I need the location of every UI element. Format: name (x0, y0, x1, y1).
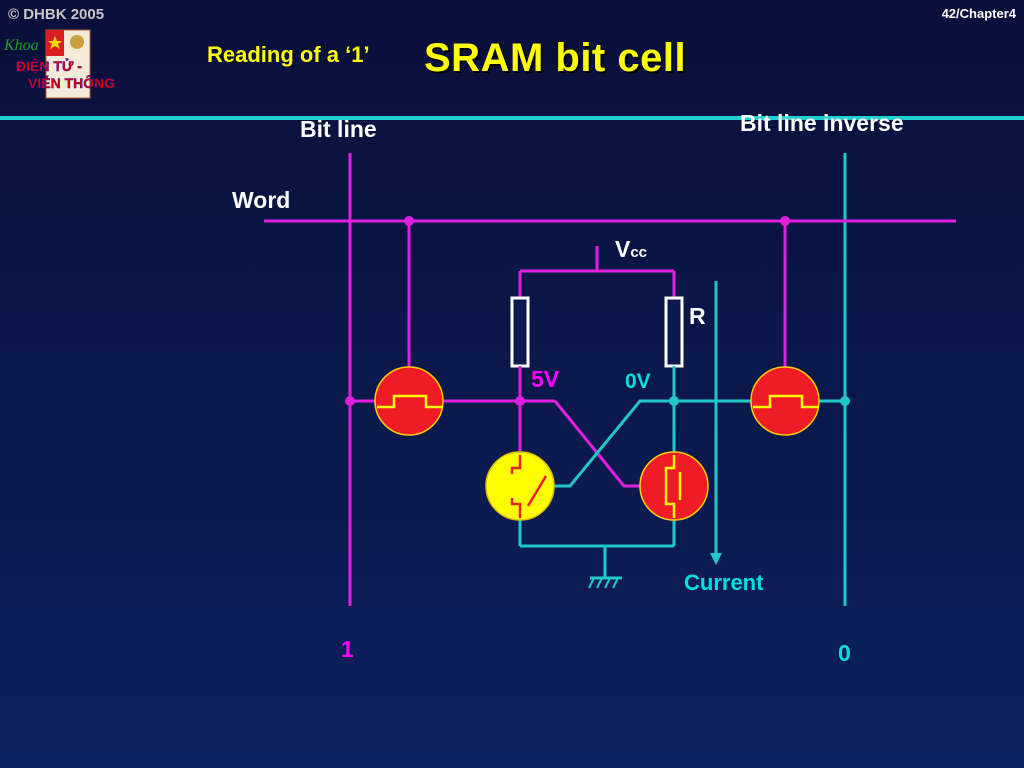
copyright-text: © DHBK 2005 (8, 6, 105, 23)
storage-transistor-left (485, 451, 555, 521)
bit-line-inverse-label: Bit line inverse (740, 110, 904, 136)
left-voltage-label: 5V (531, 366, 560, 392)
logo-khoa-text: Khoa (3, 37, 39, 54)
word-label: Word (232, 187, 291, 213)
access-transistor-right (750, 366, 820, 436)
logo-line2-text: VIỄN THÔNG (28, 74, 115, 91)
resistor-label: R (689, 303, 706, 329)
logo-line1-text: ĐIỆN TỬ - (16, 57, 82, 74)
access-transistor-left (374, 366, 444, 436)
right-voltage-label: 0V (625, 370, 651, 393)
faculty-logo: Khoa ĐIỆN TỬ - VIỄN THÔNG (2, 28, 122, 100)
slide-subtitle: Reading of a ‘1’ (207, 42, 370, 67)
storage-transistor-right (639, 451, 709, 521)
bit-line-inverse-junction (840, 396, 850, 406)
vcc-subscript: cc (630, 244, 648, 261)
bit-line-inverse-value: 0 (838, 640, 851, 666)
page-number: 42/Chapter4 (941, 6, 1016, 21)
bit-line-value: 1 (341, 636, 354, 662)
resistor-left (510, 296, 530, 368)
right-node-junction (669, 396, 679, 406)
left-node-junction (515, 396, 525, 406)
slide-title: SRAM bit cell (424, 36, 687, 80)
ground-icon (588, 576, 622, 589)
bit-line-label: Bit line (300, 116, 377, 142)
vcc-main-text: V (615, 236, 631, 262)
bit-line-junction (345, 396, 355, 406)
resistor-right (664, 296, 684, 368)
current-label: Current (684, 570, 764, 595)
vcc-label: Vcc (615, 236, 647, 263)
header-divider (0, 116, 1024, 120)
